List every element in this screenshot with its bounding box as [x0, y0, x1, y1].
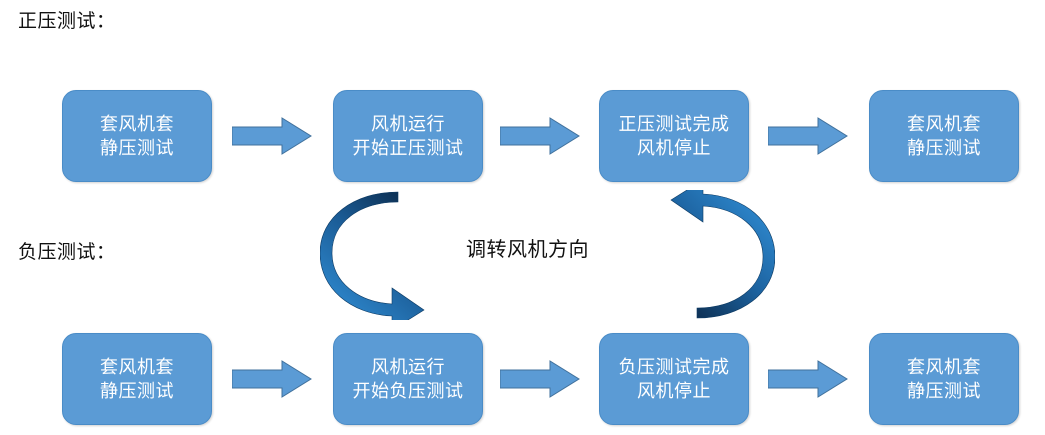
node-positive-3[interactable]: 正压测试完成 风机停止 — [599, 90, 749, 182]
turn-fan-direction-caption: 调转风机方向 — [466, 239, 589, 261]
section-label-positive-pressure: 正压测试： — [18, 11, 116, 32]
arrow-negative-3-to-4 — [768, 359, 848, 399]
node-label: 套风机套 静压测试 — [100, 356, 174, 401]
arrow-negative-2-to-3 — [500, 359, 580, 399]
arrow-positive-1-to-2 — [232, 116, 312, 156]
curved-arrow-left-icon — [320, 190, 430, 320]
node-label: 套风机套 静压测试 — [907, 356, 981, 401]
node-label: 负压测试完成 风机停止 — [618, 356, 730, 401]
arrow-positive-3-to-4 — [768, 116, 848, 156]
node-negative-4[interactable]: 套风机套 静压测试 — [869, 333, 1019, 425]
node-negative-1[interactable]: 套风机套 静压测试 — [62, 333, 212, 425]
arrow-negative-1-to-2 — [232, 359, 312, 399]
arrow-positive-2-to-3 — [500, 116, 580, 156]
node-label: 套风机套 静压测试 — [100, 113, 174, 158]
node-label: 风机运行 开始正压测试 — [352, 113, 464, 158]
node-negative-2[interactable]: 风机运行 开始负压测试 — [333, 333, 483, 425]
curved-arrow-right-icon — [665, 190, 775, 320]
node-positive-1[interactable]: 套风机套 静压测试 — [62, 90, 212, 182]
node-positive-2[interactable]: 风机运行 开始正压测试 — [333, 90, 483, 182]
node-positive-4[interactable]: 套风机套 静压测试 — [869, 90, 1019, 182]
node-label: 风机运行 开始负压测试 — [352, 356, 464, 401]
node-label: 正压测试完成 风机停止 — [618, 113, 730, 158]
node-label: 套风机套 静压测试 — [907, 113, 981, 158]
section-label-negative-pressure: 负压测试： — [18, 242, 116, 263]
node-negative-3[interactable]: 负压测试完成 风机停止 — [599, 333, 749, 425]
